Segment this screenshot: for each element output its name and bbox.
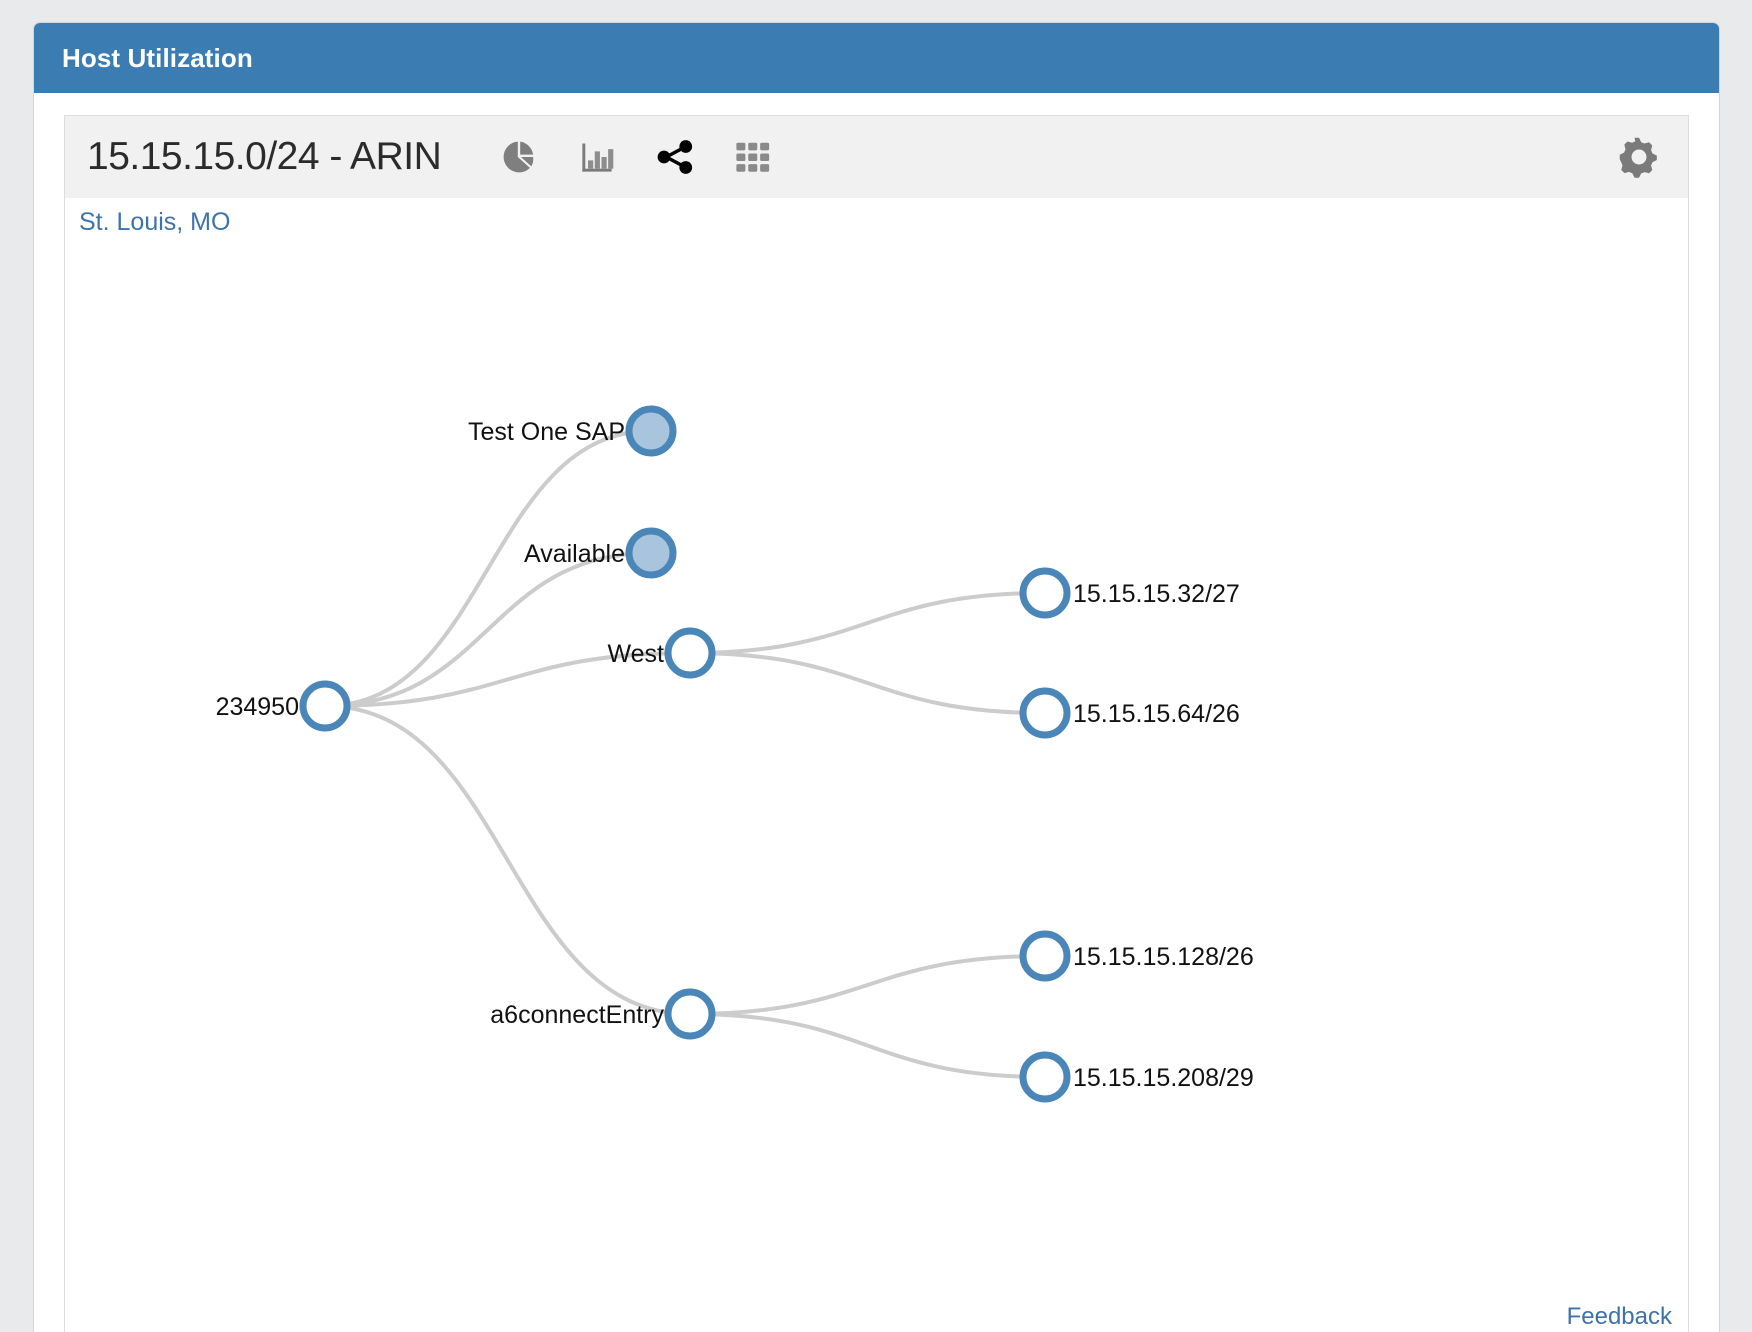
tree-node[interactable]: 15.15.15.208/29 [1019, 1051, 1254, 1103]
tree-node-label: West [608, 640, 665, 668]
tree-node-circle[interactable] [625, 527, 677, 579]
tree-node[interactable]: Available [524, 527, 677, 579]
tree-link [324, 429, 652, 708]
tree-link [689, 954, 1046, 1016]
tree-node-label: 15.15.15.128/26 [1073, 943, 1254, 971]
tree-link [689, 591, 1046, 655]
grid-icon[interactable] [733, 137, 773, 177]
tree-node-label: a6connectEntry [490, 1001, 664, 1029]
tree-node-label: 15.15.15.64/26 [1073, 700, 1240, 728]
pie-chart-icon[interactable] [499, 137, 539, 177]
tree-node-label: 15.15.15.32/27 [1073, 580, 1240, 608]
card-subtitle: St. Louis, MO [79, 208, 231, 236]
tree-link [689, 651, 1046, 715]
tree-link [324, 704, 691, 1016]
tree-link [689, 1012, 1046, 1079]
tree-node[interactable]: 15.15.15.64/26 [1019, 687, 1240, 739]
tree-node-label: Available [524, 540, 625, 568]
bar-chart-icon[interactable] [577, 137, 617, 177]
card-toolbar: 15.15.15.0/24 - ARIN [65, 116, 1688, 198]
tree-node[interactable]: West [608, 627, 716, 679]
visualization-card: 15.15.15.0/24 - ARIN [64, 115, 1689, 1332]
tree-node-label: Test One SAP [468, 418, 625, 446]
tree-node-circle[interactable] [625, 405, 677, 457]
page-title: Host Utilization [62, 42, 253, 73]
tree-node-label: 234950 [216, 693, 299, 721]
share-network-icon[interactable] [655, 137, 695, 177]
tree-node-label: 15.15.15.208/29 [1073, 1064, 1254, 1092]
tree-node-circle[interactable] [664, 627, 716, 679]
tree-node[interactable]: 15.15.15.32/27 [1019, 567, 1240, 619]
tree-node-circle[interactable] [299, 680, 351, 732]
tree-node-circle[interactable] [1019, 567, 1071, 619]
tree-node[interactable]: a6connectEntry [490, 988, 716, 1040]
tree-node-circle[interactable] [664, 988, 716, 1040]
tree-node[interactable]: Test One SAP [468, 405, 677, 457]
feedback-link[interactable]: Feedback [1566, 1303, 1672, 1330]
panel-header: Host Utilization [34, 23, 1719, 93]
tree-node[interactable]: 15.15.15.128/26 [1019, 930, 1254, 982]
tree-node-circle[interactable] [1019, 687, 1071, 739]
card-title: 15.15.15.0/24 - ARIN [87, 135, 442, 178]
tree-node[interactable]: 234950 [216, 680, 351, 732]
tree-link [324, 651, 691, 708]
view-mode-icons [499, 137, 773, 177]
host-utilization-panel: Host Utilization 15.15.15.0/24 - ARIN [33, 22, 1720, 1332]
tree-link [324, 551, 652, 708]
tree-node-circle[interactable] [1019, 930, 1071, 982]
panel-body: 15.15.15.0/24 - ARIN [34, 93, 1719, 1332]
tree-node-circle[interactable] [1019, 1051, 1071, 1103]
gear-icon[interactable] [1616, 134, 1662, 180]
